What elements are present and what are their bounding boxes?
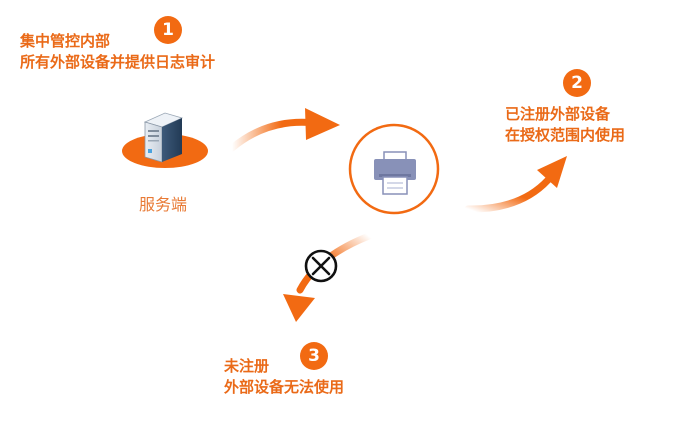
blocked-x-icon bbox=[304, 249, 338, 283]
step-1-badge: 1 bbox=[154, 16, 182, 44]
step-3-line1: 未注册 bbox=[224, 357, 270, 375]
step-2-line2: 在授权范围内使用 bbox=[505, 126, 626, 144]
step-2-line1: 已注册外部设备 bbox=[505, 105, 611, 123]
step-1-line2: 所有外部设备并提供日志审计 bbox=[20, 53, 216, 71]
server-icon bbox=[143, 112, 184, 163]
step-3-badge: 3 bbox=[300, 342, 328, 370]
server-label: 服务端 bbox=[139, 195, 188, 214]
step-2-badge: 2 bbox=[563, 69, 591, 97]
step-2-caption: 已注册外部设备 在授权范围内使用 bbox=[505, 104, 625, 146]
step-3-caption: 未注册 外部设备无法使用 bbox=[224, 356, 344, 398]
step-1-caption: 集中管控内部 所有外部设备并提供日志审计 bbox=[20, 31, 215, 73]
step-3-line2: 外部设备无法使用 bbox=[224, 378, 345, 396]
step-1-line1: 集中管控内部 bbox=[20, 32, 111, 50]
arrow-device-to-registered bbox=[464, 156, 567, 213]
printer-icon bbox=[374, 151, 416, 195]
arrow-server-to-device bbox=[228, 108, 340, 152]
